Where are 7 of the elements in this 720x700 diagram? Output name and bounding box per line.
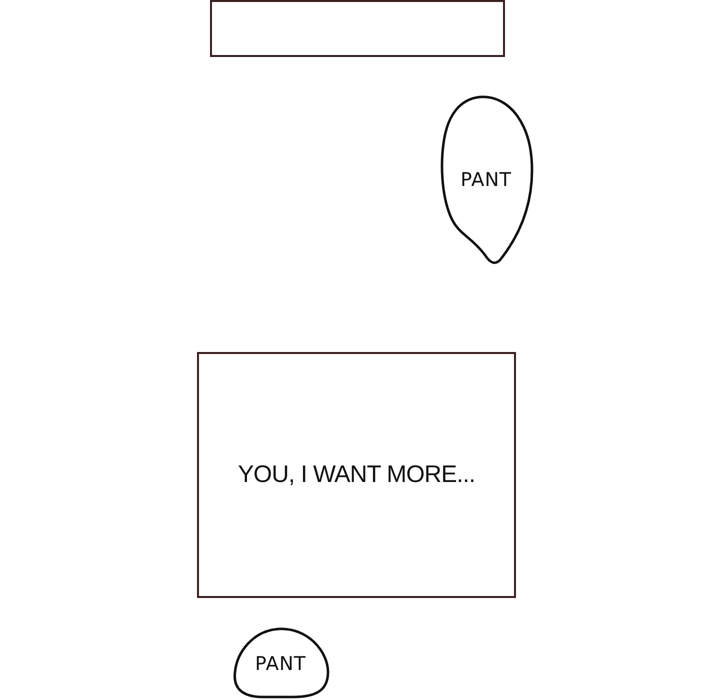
sound-effect-text: PANT <box>460 168 512 190</box>
speech-bubble <box>233 627 328 699</box>
speech-bubble <box>440 95 532 264</box>
caption-text: YOU, I WANT MORE... <box>238 461 476 489</box>
comic-panel <box>197 352 516 598</box>
comic-panel <box>210 0 505 57</box>
sound-effect-text: PANT <box>254 653 306 675</box>
